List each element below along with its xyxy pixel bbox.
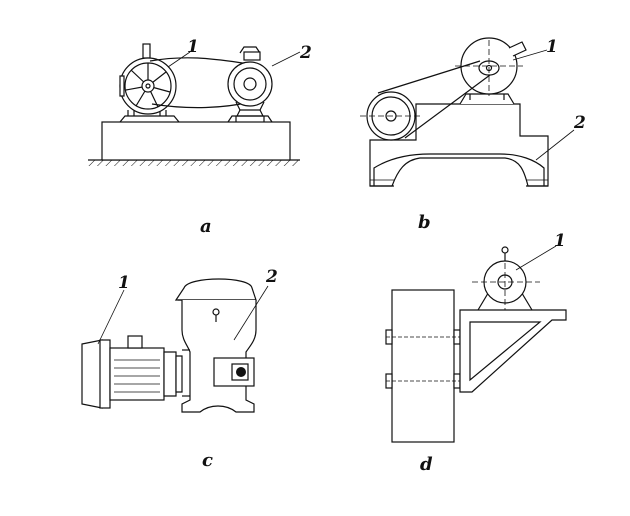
leader-line-2-c	[233, 285, 269, 341]
belt-upper	[377, 60, 481, 94]
caption-b: b	[418, 212, 431, 233]
ground-hatching	[88, 160, 300, 166]
pump-icon	[227, 46, 273, 123]
machine-frame	[369, 103, 549, 187]
leader-line-1-c	[97, 289, 125, 345]
label-2-b: 2	[573, 113, 586, 133]
pump-unit-icon	[174, 278, 257, 413]
foundation-block	[101, 121, 291, 161]
caption-c: c	[202, 450, 213, 471]
motor-icon	[455, 37, 527, 96]
panel-a: 1 2 a	[88, 37, 312, 237]
label-1: 1	[187, 37, 199, 57]
motor-base-b	[459, 93, 515, 105]
label-1-d: 1	[554, 231, 566, 251]
panel-c: 1 2 c	[81, 267, 278, 471]
leader-line-2-b	[535, 129, 575, 161]
label-2-c: 2	[265, 267, 278, 287]
concrete-wall	[391, 289, 455, 443]
caption-d: d	[420, 454, 433, 475]
motor-icon-d	[472, 246, 540, 311]
caption-a: a	[200, 216, 212, 237]
wall-bracket	[459, 309, 567, 393]
label-1-c: 1	[118, 273, 130, 293]
leader-line-1-b	[512, 49, 548, 61]
label-1-b: 1	[546, 37, 558, 57]
anchor-bolts	[385, 329, 461, 389]
panel-b: 1 2 b	[360, 37, 586, 233]
panel-d: 1 d	[385, 231, 567, 475]
motor-fan-icon	[119, 43, 177, 115]
frame-inner-curve	[373, 153, 545, 186]
driven-pulley-icon	[360, 91, 422, 141]
label-2: 2	[299, 43, 312, 63]
drive-belt-upper	[149, 57, 251, 65]
leader-line-1	[167, 51, 191, 68]
electric-motor-icon	[81, 335, 183, 409]
leader-line-2	[271, 51, 301, 67]
leader-line-1-d	[515, 245, 557, 271]
belt-lower	[404, 74, 491, 139]
